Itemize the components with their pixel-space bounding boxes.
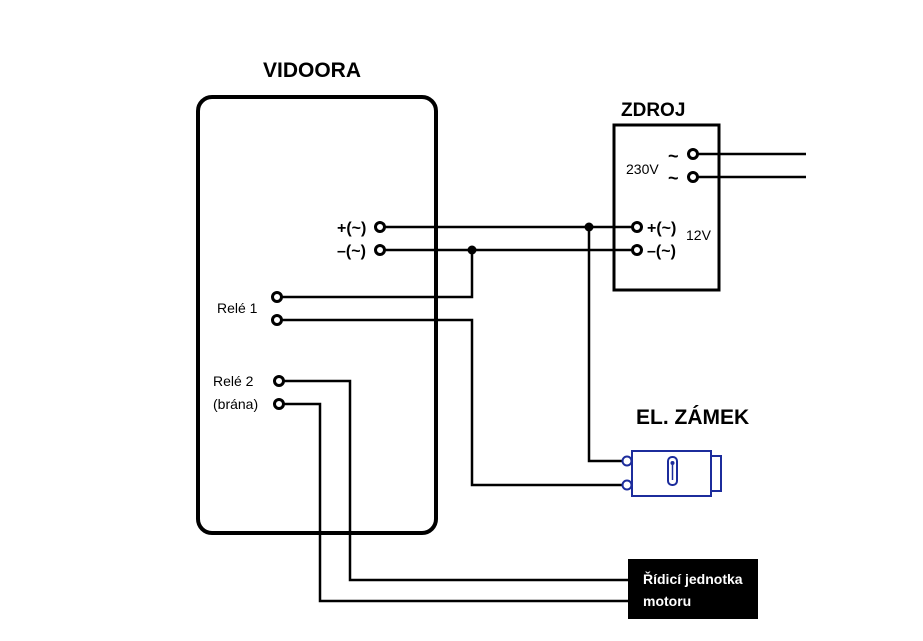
electric-lock [621, 450, 722, 497]
motor-label-line1: Řídicí jednotka [643, 570, 743, 587]
zdroj-minus-terminal [631, 244, 643, 256]
junction-dot-plus [584, 222, 594, 232]
vidoora-plus-terminal [374, 221, 386, 233]
zdroj-dc-label: 12V [686, 227, 712, 243]
vidoora-box [196, 95, 438, 535]
zdroj-ac-terminal-2 [687, 171, 699, 183]
rele1-terminal-1 [271, 291, 283, 303]
vidoora-plus-label: +(~) [337, 220, 366, 237]
rele1-terminal-2 [271, 314, 283, 326]
wires [277, 152, 806, 603]
lock-terminal-2 [621, 479, 633, 491]
rele2-wire-1 [279, 379, 628, 582]
plus-lock-wire [587, 227, 627, 463]
rele2-terminal-2 [273, 398, 285, 410]
zdroj-title: ZDROJ [621, 100, 685, 121]
rele1-common-wire [277, 250, 474, 299]
zdroj-box [612, 123, 721, 292]
zdroj-ac-symbol-2: ~ [668, 168, 679, 188]
rele2-sub-label: (brána) [213, 396, 258, 412]
junction-dot-minus [467, 245, 477, 255]
zdroj-ac-label: 230V [626, 161, 659, 177]
vidoora-title: VIDOORA [263, 59, 361, 82]
keyhole-dot [670, 461, 675, 465]
zdroj-plus-terminal [631, 221, 643, 233]
rele1-label: Relé 1 [217, 300, 258, 316]
rele2-wire-2 [279, 402, 628, 603]
zdroj-ac-symbol-1: ~ [668, 146, 679, 166]
vidoora-minus-label: –(~) [337, 243, 366, 260]
zdroj-minus-label: –(~) [647, 243, 676, 260]
zamek-title: EL. ZÁMEK [636, 406, 749, 429]
motor-unit-box [628, 559, 758, 619]
lock-bolt [710, 455, 722, 492]
rele2-terminal-1 [273, 375, 285, 387]
lock-terminal-1 [621, 455, 633, 467]
rele2-label: Relé 2 [213, 373, 254, 389]
terminals [271, 148, 699, 410]
zdroj-ac-terminal-1 [687, 148, 699, 160]
rele1-lock-wire [277, 318, 627, 487]
zdroj-plus-label: +(~) [647, 220, 676, 237]
vidoora-minus-terminal [374, 244, 386, 256]
motor-label-line2: motoru [643, 593, 691, 609]
